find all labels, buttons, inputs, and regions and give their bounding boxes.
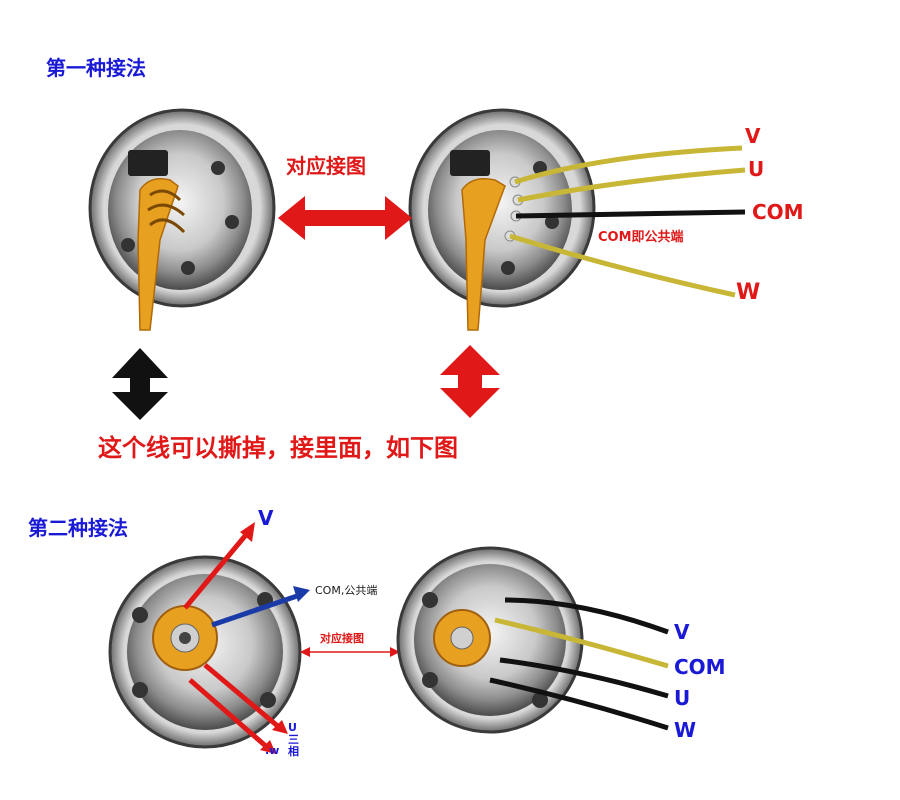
motor-photo-4 bbox=[396, 546, 669, 734]
section1-title: 第一种接法 bbox=[46, 56, 146, 80]
arrow-label-u-2: U三相 bbox=[288, 721, 299, 758]
arrow-u-2 bbox=[203, 663, 282, 730]
wire-u-2 bbox=[499, 657, 669, 699]
wire-w-2 bbox=[489, 677, 669, 731]
arrow-label-com-2: COM,公共端 bbox=[315, 584, 378, 597]
section1-center-label: 对应接图 bbox=[286, 154, 366, 178]
com-note: COM即公共端 bbox=[598, 230, 684, 245]
wire-v-2 bbox=[504, 597, 669, 635]
wire-label-com-2: COM bbox=[674, 655, 726, 679]
flex-cable-2 bbox=[461, 178, 506, 331]
wire-com-1 bbox=[515, 209, 746, 219]
section2-center-label: 对应接图 bbox=[320, 632, 364, 645]
section1-caption: 这个线可以撕掉，接里面，如下图 bbox=[98, 434, 458, 462]
double-arrow-vertical-black bbox=[112, 348, 168, 420]
double-arrow-horizontal-1 bbox=[278, 196, 412, 240]
wire-u-1 bbox=[517, 167, 746, 203]
double-arrow-horizontal-2 bbox=[300, 647, 400, 657]
arrow-label-v-2: V bbox=[258, 506, 274, 530]
wire-w-1 bbox=[509, 233, 736, 298]
wire-label-w-2: W bbox=[674, 718, 697, 742]
motor-photo-2 bbox=[408, 108, 746, 331]
arrow-com-2 bbox=[211, 592, 301, 628]
motor-photo-1 bbox=[88, 108, 276, 331]
wire-label-v-2: V bbox=[674, 620, 690, 644]
section2-title: 第二种接法 bbox=[28, 516, 128, 540]
wire-label-u-1: U bbox=[748, 157, 765, 181]
wire-label-v-1: V bbox=[745, 124, 761, 148]
wire-label-u-2: U bbox=[674, 686, 691, 710]
double-arrow-vertical-red bbox=[440, 345, 500, 418]
motor-photo-3 bbox=[108, 522, 310, 754]
arrow-w-2 bbox=[188, 678, 270, 750]
arrow-v-2 bbox=[183, 528, 252, 610]
wire-label-com-1: COM bbox=[752, 200, 804, 224]
flex-cable-1 bbox=[137, 178, 179, 331]
wire-label-w-1: W bbox=[736, 280, 761, 305]
wire-v-1 bbox=[514, 145, 743, 185]
wire-com-2 bbox=[494, 617, 669, 669]
arrow-label-w-2: .w bbox=[265, 744, 280, 757]
